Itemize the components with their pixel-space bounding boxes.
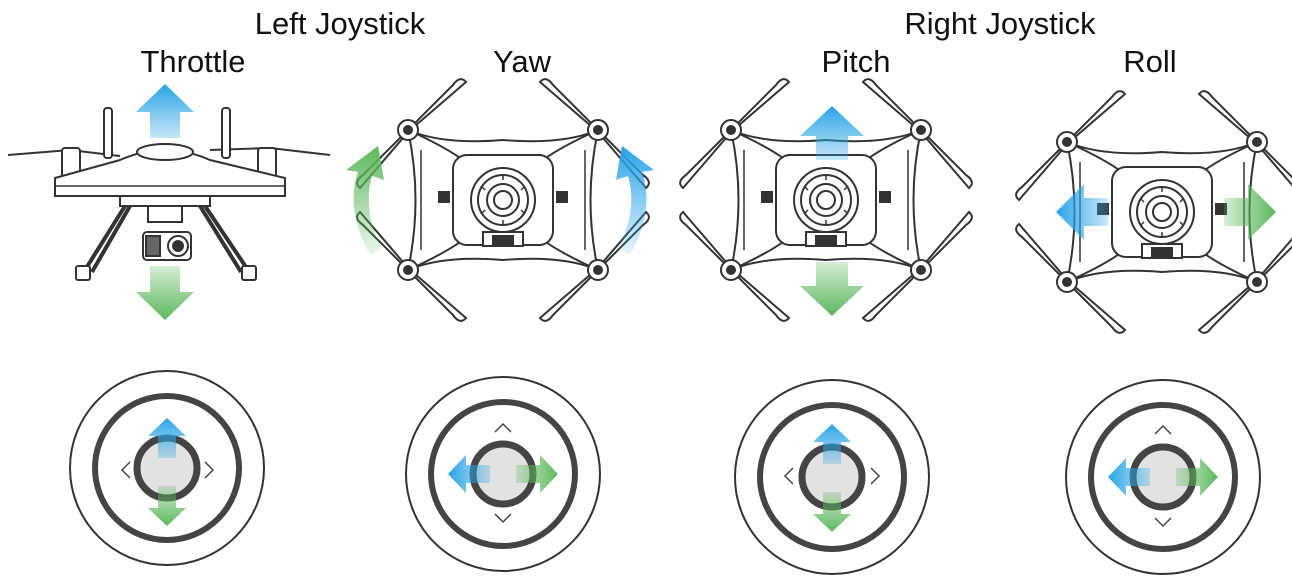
- right-arrow-icon: [516, 455, 558, 493]
- right-joystick-header: Right Joystick: [904, 6, 1096, 41]
- down-arrow-icon: [800, 262, 864, 316]
- rotate-left-icon: [346, 146, 384, 255]
- down-arrow-icon: [136, 266, 194, 320]
- joystick-throttle: [70, 371, 264, 565]
- down-arrow-icon: [148, 486, 186, 526]
- left-arrow-icon: [1056, 184, 1108, 240]
- roll-label: Roll: [1123, 44, 1177, 79]
- chevron-icon: [870, 467, 881, 485]
- chevron-icon: [120, 461, 131, 479]
- chevron-icon: [783, 467, 794, 485]
- joystick-pitch: [735, 380, 929, 574]
- chevron-icon: [494, 422, 512, 433]
- left-arrow-icon: [1108, 458, 1150, 496]
- right-arrow-icon: [1224, 184, 1276, 240]
- drone-side-view: [7, 107, 331, 281]
- right-arrow-icon: [1176, 458, 1218, 496]
- up-arrow-icon: [148, 418, 186, 458]
- chevron-icon: [1154, 517, 1172, 528]
- rotate-right-icon: [616, 146, 654, 255]
- joystick-yaw: [406, 377, 600, 571]
- drone-top-view-yaw: [356, 78, 650, 322]
- chevron-icon: [1154, 424, 1172, 435]
- chevron-icon: [494, 513, 512, 524]
- throttle-label: Throttle: [140, 44, 246, 79]
- up-arrow-icon: [813, 424, 851, 464]
- chevron-icon: [204, 461, 215, 479]
- pitch-label: Pitch: [821, 44, 891, 79]
- down-arrow-icon: [813, 492, 851, 532]
- joystick-roll: [1066, 380, 1260, 574]
- up-arrow-icon: [800, 106, 864, 160]
- up-arrow-icon: [136, 84, 194, 138]
- left-arrow-icon: [448, 455, 490, 493]
- yaw-label: Yaw: [492, 44, 552, 79]
- left-joystick-header: Left Joystick: [254, 6, 426, 41]
